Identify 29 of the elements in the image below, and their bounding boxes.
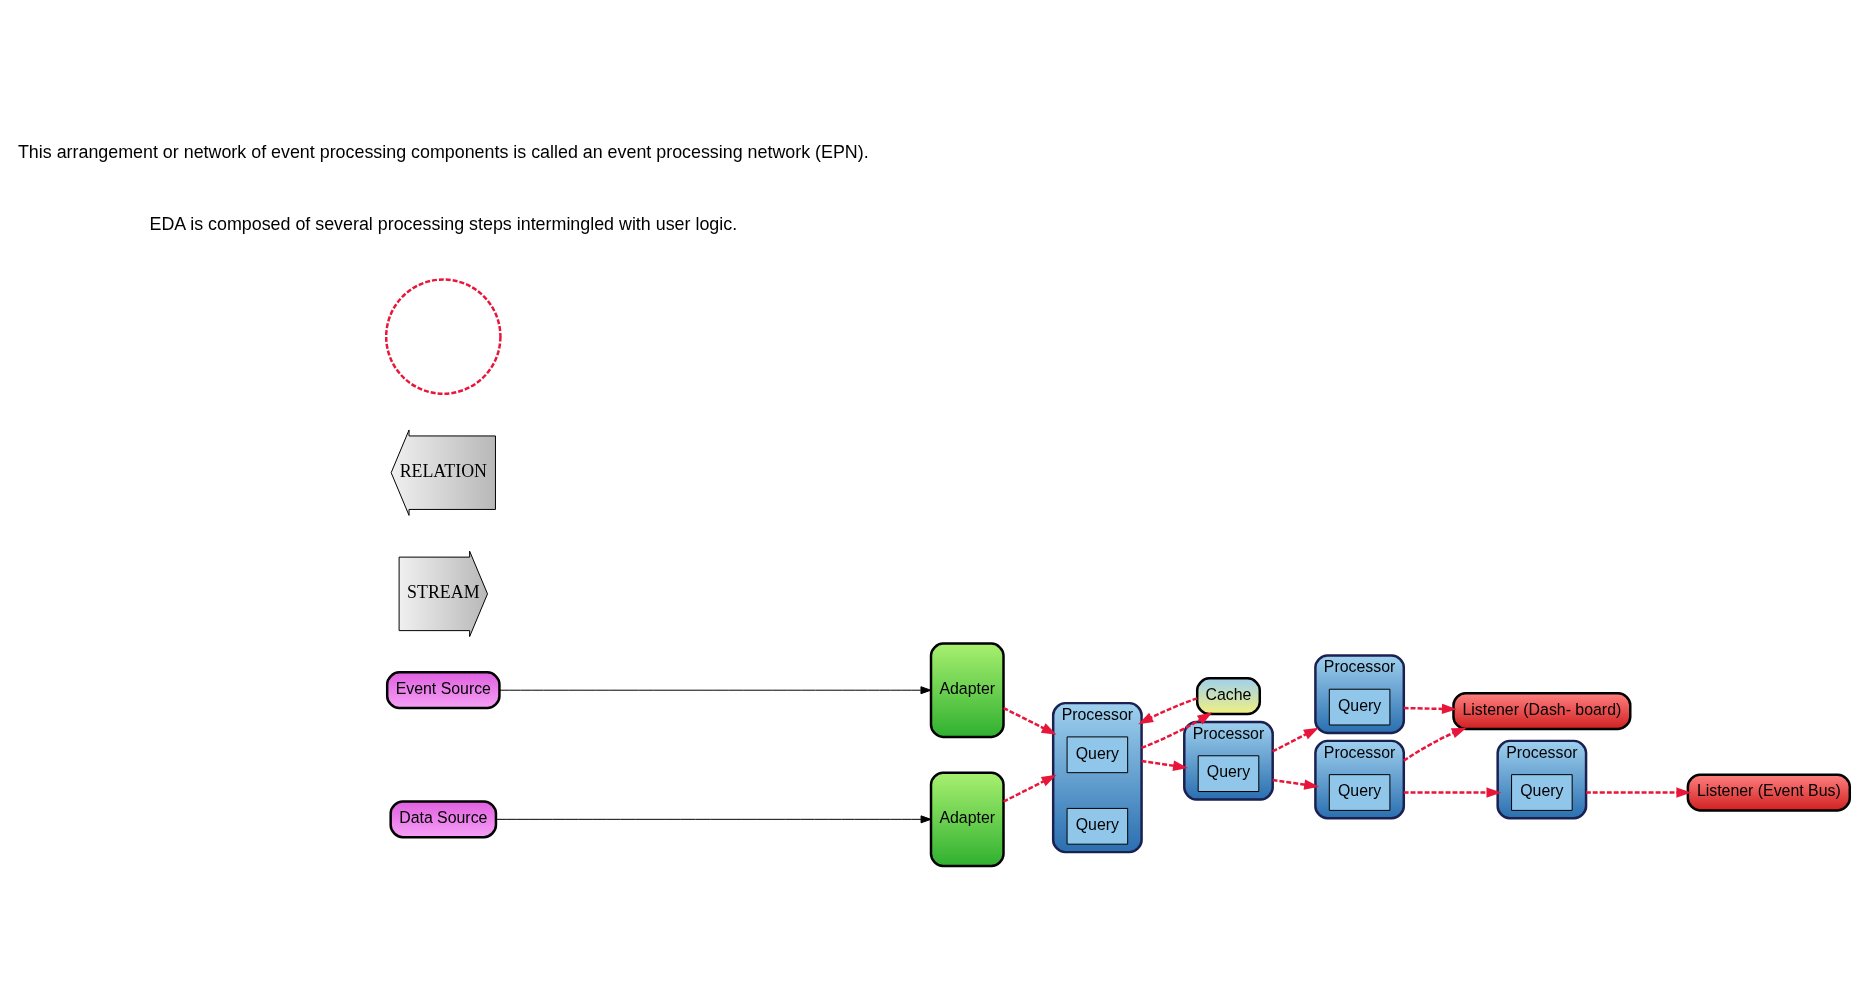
node-box: Adapter [929,642,1005,739]
arrow [495,815,932,824]
arrow [1272,778,1320,790]
node-box: Query [1511,774,1573,811]
node-box: Query [1328,774,1391,811]
label: EDA is composed of several processing steps intermingled with user logic. [149,213,738,234]
arrow [1403,787,1502,798]
node-box: Query [1066,736,1129,774]
node-box: Query [1197,755,1260,793]
label: This arrangement or network of event processing components is called an event processing network (EPN). [17,142,869,163]
node-box: Adapter [929,771,1005,868]
node-box: Listener (Event Bus) [1686,773,1851,812]
node-box: Data Source [389,800,498,839]
arrow [1003,774,1057,803]
arrow [1586,787,1692,798]
arrow [1403,703,1457,715]
arrow [1138,697,1198,725]
arrow [1141,712,1213,750]
arrow [1003,706,1057,735]
arrow [1403,727,1467,762]
node-box: Query [1066,807,1129,845]
arrow [1272,727,1319,753]
node-box: Listener (Dash- board) [1452,691,1632,731]
node-circle [384,278,502,395]
arrow [499,686,932,695]
node-box: Query [1328,688,1391,726]
node-box: Event Source [385,671,501,710]
arrow [1141,759,1188,771]
node-box: Cache [1195,677,1261,716]
